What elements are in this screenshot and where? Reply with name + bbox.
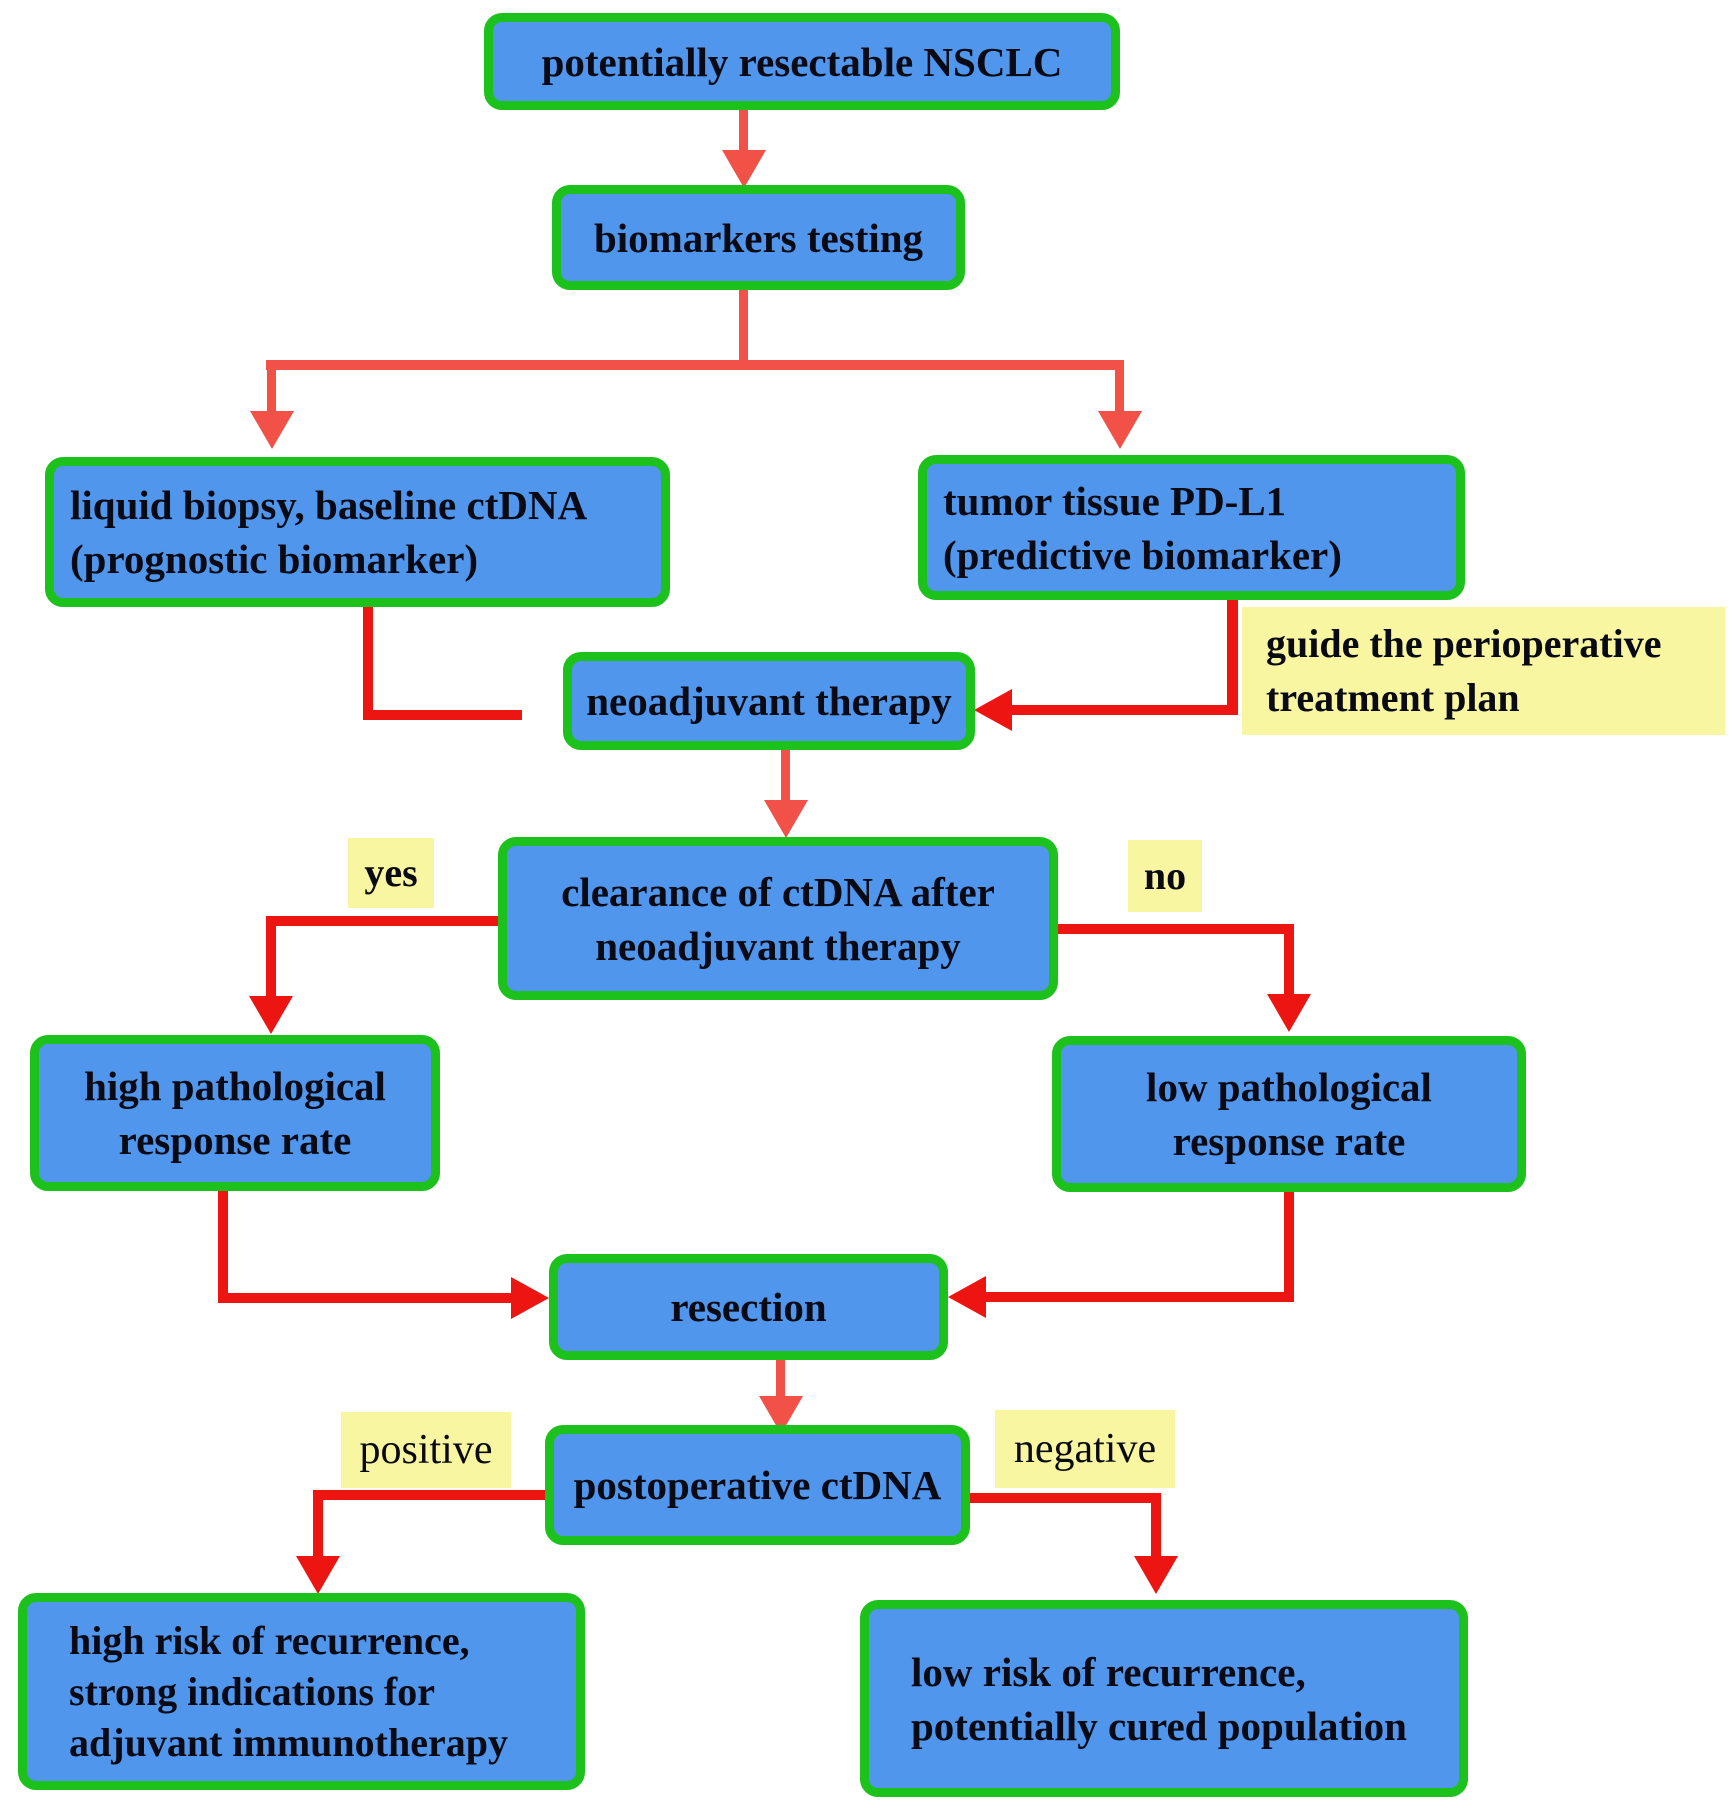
arrowhead-right-icon xyxy=(511,1277,549,1319)
edge-segment xyxy=(776,1360,785,1398)
node-text-line: liquid biopsy, baseline ctDNA xyxy=(70,482,588,528)
node-neoadjuvant-therapy: neoadjuvant therapy xyxy=(563,652,975,750)
edge-segment xyxy=(1012,705,1238,715)
edge-segment xyxy=(218,1191,228,1303)
node-text-line: high risk of recurrence, xyxy=(69,1618,470,1663)
edge-segment xyxy=(1284,1192,1294,1302)
edge-segment xyxy=(1115,368,1124,413)
node-liquid-biopsy-baseline-ctdna: liquid biopsy, baseline ctDNA (prognosti… xyxy=(45,457,670,607)
node-biomarkers-testing: biomarkers testing xyxy=(552,185,965,290)
edge-segment xyxy=(266,916,276,998)
label-text-line: guide the perioperative xyxy=(1266,621,1662,666)
node-text-line: postoperative ctDNA xyxy=(573,1462,942,1508)
node-text-line: clearance of ctDNA after xyxy=(561,868,995,915)
arrowhead-down-icon xyxy=(1134,1556,1178,1594)
edge-segment xyxy=(267,368,276,413)
label-text-line: yes xyxy=(364,850,418,895)
arrowhead-down-icon xyxy=(296,1556,340,1594)
arrowhead-down-icon xyxy=(250,411,294,449)
label-text-line: negative xyxy=(1013,1426,1157,1472)
edge-segment xyxy=(218,1293,511,1303)
arrowhead-down-icon xyxy=(1267,994,1311,1032)
edge-segment xyxy=(970,1493,1160,1503)
node-text-line: adjuvant immunotherapy xyxy=(69,1720,508,1765)
label-yes: yes xyxy=(348,838,434,908)
label-no: no xyxy=(1128,840,1202,912)
node-text-line: tumor tissue PD-L1 xyxy=(943,477,1287,524)
node-text-line: biomarkers testing xyxy=(593,214,924,261)
label-text-line: positive xyxy=(359,1427,493,1473)
edge-segment xyxy=(986,1292,1294,1302)
node-text-line: low risk of recurrence, xyxy=(911,1648,1306,1695)
node-text-line: resection xyxy=(670,1284,827,1330)
node-low-risk-recurrence: low risk of recurrence, potentially cure… xyxy=(860,1600,1468,1797)
label-guide-perioperative-plan: guide the perioperative treatment plan xyxy=(1242,607,1725,735)
node-text-line: potentially cured population xyxy=(911,1702,1407,1749)
edge-segment xyxy=(363,607,373,720)
node-text-line: potentially resectable NSCLC xyxy=(541,38,1063,85)
node-text-line: response rate xyxy=(1172,1118,1406,1164)
node-text-line: strong indications for xyxy=(69,1669,435,1714)
edge-segment xyxy=(1151,1493,1161,1558)
node-high-risk-recurrence: high risk of recurrence, strong indicati… xyxy=(18,1593,585,1790)
arrowhead-down-icon xyxy=(249,996,293,1034)
node-tumor-tissue-pdl1: tumor tissue PD-L1 (predictive biomarker… xyxy=(918,455,1465,600)
node-ctdna-clearance-decision: clearance of ctDNA after neoadjuvant the… xyxy=(498,837,1058,1000)
node-text-line: (prognostic biomarker) xyxy=(70,536,479,582)
edge-segment xyxy=(1227,600,1238,713)
arrowhead-down-icon xyxy=(764,800,808,838)
label-positive: positive xyxy=(341,1412,511,1488)
node-text-line: (predictive biomarker) xyxy=(943,531,1342,578)
node-text-line: neoadjuvant therapy xyxy=(586,678,952,724)
edge-segment xyxy=(271,916,498,926)
edge-segment xyxy=(318,1490,545,1500)
node-text-line: low pathological xyxy=(1146,1064,1432,1110)
label-text-line: no xyxy=(1143,853,1187,898)
node-potentially-resectable-nsclc: potentially resectable NSCLC xyxy=(484,13,1120,110)
node-text-line: high pathological xyxy=(84,1063,386,1109)
arrowhead-left-icon xyxy=(974,689,1012,731)
arrowhead-down-icon xyxy=(1098,411,1142,449)
node-resection: resection xyxy=(549,1254,948,1360)
edge-segment xyxy=(739,290,748,368)
edge-segment xyxy=(1058,924,1294,934)
edge-segment xyxy=(1284,924,1294,996)
node-high-pathological-response: high pathological response rate xyxy=(30,1035,440,1191)
arrowhead-left-icon xyxy=(948,1276,986,1318)
edge-segment xyxy=(739,110,748,152)
node-text-line: neoadjuvant therapy xyxy=(595,922,961,969)
edge-segment xyxy=(266,360,1124,370)
arrowhead-down-icon xyxy=(722,150,766,188)
edge-segment xyxy=(313,1490,323,1558)
label-negative: negative xyxy=(995,1410,1175,1488)
node-postoperative-ctdna: postoperative ctDNA xyxy=(545,1425,970,1545)
node-low-pathological-response: low pathological response rate xyxy=(1052,1036,1526,1192)
label-text-line: treatment plan xyxy=(1266,675,1520,720)
node-text-line: response rate xyxy=(118,1117,352,1163)
edge-segment xyxy=(781,750,790,802)
edge-segment xyxy=(363,710,522,720)
